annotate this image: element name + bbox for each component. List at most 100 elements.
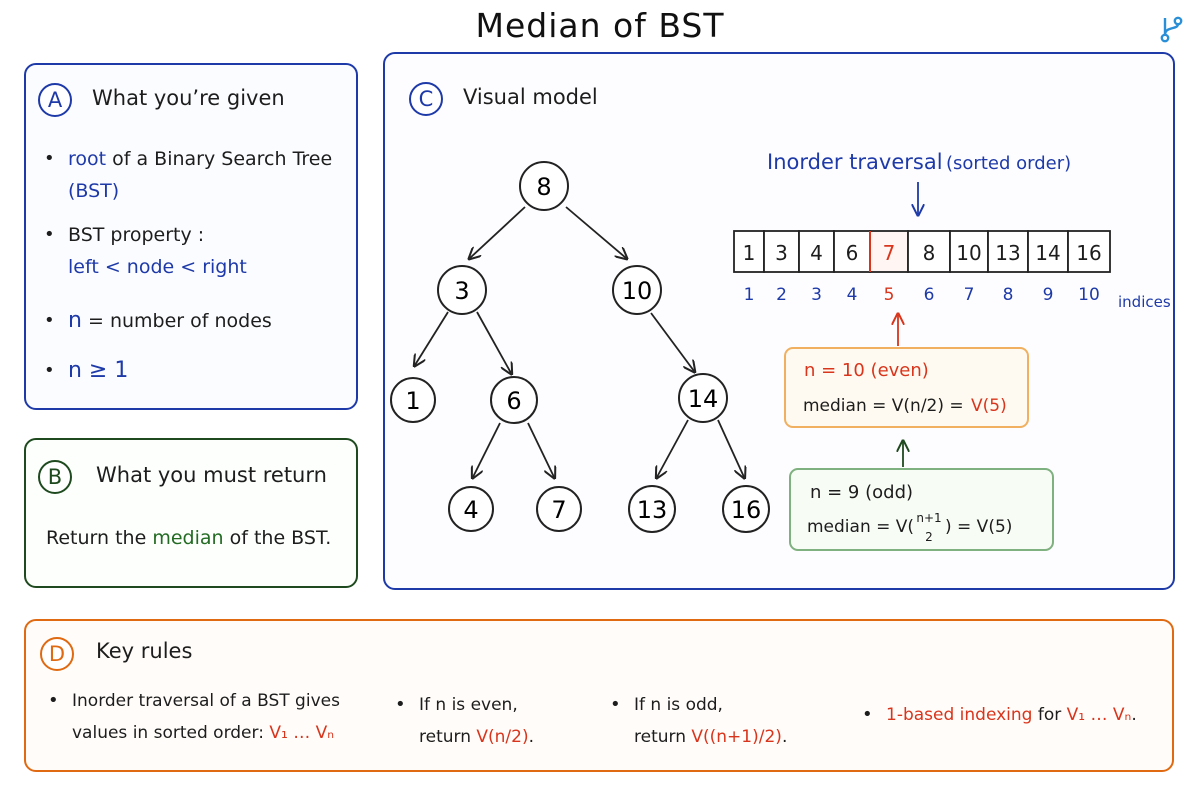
even-case-n: n = 10 (even) (804, 360, 929, 381)
indices-label: indices (1118, 293, 1171, 311)
node-label: 6 (506, 387, 521, 415)
array-value: 4 (810, 241, 823, 265)
edge-10-14 (650, 312, 694, 371)
tree-node-10: 10 (612, 265, 662, 315)
array-value: 16 (1076, 241, 1101, 265)
panel-c-title: Visual model (463, 85, 598, 109)
bst-property-rule: left < node < right (68, 256, 247, 278)
odd-case-frac-den: 2 (925, 530, 933, 544)
n-constraint: n ≥ 1 (68, 358, 129, 383)
odd-case-n: n = 9 (odd) (810, 482, 913, 503)
n-term: n (68, 308, 82, 333)
rule-indexing-term: 1-based indexing (886, 705, 1033, 725)
tree-node-13: 13 (628, 485, 676, 533)
median-term: median (152, 527, 224, 549)
array-value: 13 (995, 241, 1020, 265)
return-text: Return the median of the BST. (46, 522, 331, 554)
tree-node-3: 3 (437, 265, 487, 315)
array-value: 14 (1035, 241, 1060, 265)
array-cell (833, 230, 871, 273)
given-item-bst-property: • BST property : left < node < right (44, 224, 247, 278)
array-value: 8 (923, 241, 936, 265)
rule-odd-end: . (781, 727, 788, 747)
return-text-pre: Return the (46, 527, 147, 549)
node-label: 10 (622, 277, 653, 305)
odd-case-box: n = 9 (odd) median = V( n+1 2 ) = V(5) (789, 468, 1054, 551)
array-index: 8 (1003, 285, 1014, 305)
panel-key-rules: D Key rules • Inorder traversal of a BST… (24, 619, 1174, 772)
rule-indexing: • 1-based indexing for V₁ … Vₙ. (862, 704, 1137, 725)
page-title: Median of BST (475, 6, 725, 45)
odd-case-frac-num: n+1 (916, 511, 941, 525)
tree-node-8: 8 (519, 161, 569, 211)
edge-14-16 (717, 419, 744, 477)
array-index: 9 (1043, 285, 1054, 305)
node-label: 8 (536, 173, 551, 201)
array-cell (1067, 230, 1111, 273)
tree-node-14: 14 (678, 373, 728, 423)
array-index: 10 (1078, 285, 1100, 305)
edge-3-1 (415, 311, 449, 365)
rule-sorted-order-seq: V₁ … Vₙ (269, 723, 334, 743)
array-index: 6 (924, 285, 935, 305)
edge-8-3 (470, 206, 526, 258)
array-value: 1 (743, 241, 756, 265)
inorder-subtitle: (sorted order) (946, 153, 1071, 174)
array-value: 3 (775, 241, 788, 265)
rule-odd-line1: If n is odd, (634, 695, 723, 715)
rule-even: • If n is even, return V(n/2). (395, 694, 535, 747)
edge-6-4 (473, 422, 501, 477)
array-index: 2 (776, 285, 787, 305)
panel-c-badge: C (409, 82, 443, 116)
inorder-title: Inorder traversal (767, 150, 943, 174)
panel-d-badge: D (40, 637, 74, 671)
array-index: 5 (884, 285, 895, 305)
array-index: 7 (964, 285, 975, 305)
panel-given: A What you’re given • root of a Binary S… (24, 63, 358, 410)
even-case-value: V(5) (971, 396, 1007, 416)
node-label: 14 (688, 385, 719, 413)
tree-node-1: 1 (390, 377, 436, 423)
tree-node-16: 16 (722, 485, 770, 533)
given-item-n: • n = number of nodes (44, 308, 272, 333)
given-item-root-text: of a Binary Search Tree (112, 148, 333, 170)
array-cell (949, 230, 989, 273)
node-label: 7 (551, 496, 566, 524)
tree-node-4: 4 (448, 486, 494, 532)
array-cell (763, 230, 800, 273)
odd-case-formula-post: ) = V(5) (945, 517, 1012, 537)
rule-sorted-order: • Inorder traversal of a BST gives value… (48, 690, 340, 743)
panel-a-title: What you’re given (92, 86, 285, 110)
root-term: root (68, 148, 107, 170)
node-label: 4 (463, 496, 478, 524)
array-index: 1 (744, 285, 755, 305)
rule-sorted-order-line2: values in sorted order: (72, 723, 264, 743)
node-label: 13 (637, 496, 668, 524)
panel-d-title: Key rules (96, 639, 193, 663)
given-item-constraint: • n ≥ 1 (44, 358, 129, 383)
given-item-root: • root of a Binary Search Tree (BST) (44, 148, 333, 202)
rule-even-return: return (419, 727, 471, 747)
edge-8-10 (565, 206, 626, 258)
rule-indexing-seq: V₁ … Vₙ (1066, 705, 1132, 725)
array-cell (1027, 230, 1069, 273)
n-definition: = number of nodes (88, 310, 272, 332)
rule-odd-expr: V((n+1)/2) (691, 727, 782, 747)
tree-node-6: 6 (490, 376, 538, 424)
tree-node-7: 7 (536, 486, 582, 532)
rule-odd: • If n is odd, return V((n+1)/2). (610, 694, 788, 747)
node-label: 16 (731, 496, 762, 524)
even-case-box: n = 10 (even) median = V(n/2) = V(5) (784, 347, 1029, 428)
odd-case-formula-pre: median = V( (807, 517, 914, 537)
array-value: 6 (846, 241, 859, 265)
array-cell (733, 230, 765, 273)
bst-property-label: BST property : (68, 224, 205, 246)
rule-sorted-order-line1: Inorder traversal of a BST gives (72, 691, 340, 711)
array-index: 3 (811, 285, 822, 305)
rule-even-line1: If n is even, (419, 695, 518, 715)
rule-indexing-end: . (1131, 705, 1137, 725)
rule-even-expr: V(n/2) (476, 727, 529, 747)
array-index: 4 (847, 285, 858, 305)
array-value: 7 (883, 241, 896, 265)
